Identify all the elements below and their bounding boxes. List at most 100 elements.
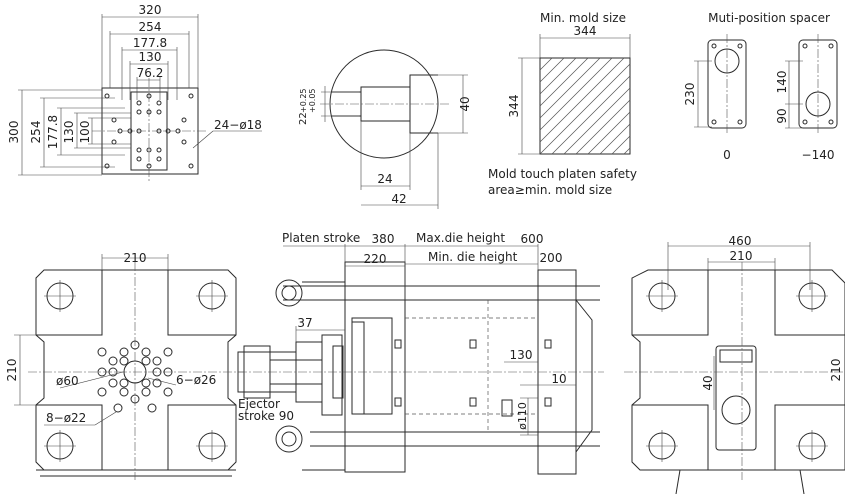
mounting-hole (146, 147, 152, 153)
mounting-hole (136, 109, 142, 115)
hatch-line (575, 99, 631, 155)
spacer-dim-140: 140 (775, 71, 789, 94)
platen-hole-pattern-view: 320 254 177.8 130 76.2 300 254 177.8 130… (7, 3, 262, 182)
hatch-line (587, 111, 631, 155)
mold-touch-line2: area≥min. mold size (488, 183, 612, 197)
hatch-line (563, 87, 631, 155)
platen-hole (163, 347, 173, 357)
min-die-height-label: Min. die height (428, 250, 518, 264)
dim-22: 22 (298, 112, 309, 125)
rv-dim-210: 210 (730, 249, 753, 263)
dim-42: 42 (391, 192, 406, 206)
mounting-hole (136, 128, 142, 134)
tol-upper: +0.25 (299, 88, 308, 113)
platen-hole (152, 356, 162, 366)
max-die-height-label: Max.die height (416, 231, 505, 245)
mounting-hole (156, 100, 162, 106)
platen-hole (152, 378, 162, 388)
mounting-hole (117, 128, 123, 134)
hatch-line (551, 75, 631, 155)
dim-10: 10 (551, 372, 566, 386)
mounting-hole (111, 117, 117, 123)
spacer-dim-90: 90 (775, 108, 789, 123)
mounting-hole (104, 93, 110, 99)
dim-40: 40 (458, 96, 472, 111)
mounting-hole (156, 147, 162, 153)
mold-touch-line1: Mold touch platen safety (488, 167, 637, 181)
mounting-hole (181, 117, 187, 123)
front-dim-210-side: 210 (5, 359, 19, 382)
dim-130-h: 130 (139, 50, 162, 64)
dim-254-v: 254 (29, 121, 43, 144)
mounting-hole (156, 109, 162, 115)
rv-dim-210-side: 210 (829, 359, 843, 382)
ejector-label-2: stroke 90 (238, 409, 294, 423)
holes-6-d26: 6−ø26 (176, 373, 216, 387)
hatch-line (539, 57, 613, 131)
platen-hole (141, 356, 151, 366)
hatch-line (623, 147, 631, 155)
mounting-hole (136, 147, 142, 153)
center-hole (123, 360, 147, 384)
ejector-label-1: Ejector (238, 397, 280, 411)
dim-254-h: 254 (139, 20, 162, 34)
hatch-line (539, 57, 565, 83)
dim-130-side: 130 (510, 348, 533, 362)
platen-hole (119, 356, 129, 366)
hatch-line (539, 57, 577, 95)
platen-hole (130, 394, 140, 404)
min-mold-size-label: Min. mold size (540, 11, 626, 25)
platen-hole (147, 403, 157, 413)
platen-hole (97, 367, 107, 377)
platen-hole (163, 387, 173, 397)
dim-177-8-h: 177.8 (133, 36, 167, 50)
dim-76-2: 76.2 (137, 66, 164, 80)
spacer-dim-230: 230 (683, 83, 697, 106)
multi-position-spacer-view: Muti-position spacer 230 0 140 90 −140 (683, 11, 838, 162)
dim-177-8-v: 177.8 (46, 115, 60, 149)
platen-hole (130, 340, 140, 350)
spacer-pos-neg140: −140 (802, 148, 835, 162)
spacer-title: Muti-position spacer (708, 11, 830, 25)
dim-220: 220 (364, 252, 387, 266)
front-dim-210-top: 210 (124, 251, 147, 265)
mounting-hole (136, 156, 142, 162)
hatch-line (539, 57, 589, 107)
hatch-line (539, 57, 601, 119)
platen-stroke-label: Platen stroke (282, 231, 360, 245)
platen-hole (108, 367, 118, 377)
dim-200: 200 (540, 251, 563, 265)
dim-37: 37 (297, 316, 312, 330)
platen-hole (108, 356, 118, 366)
platen-hole (113, 403, 123, 413)
hatch-line (599, 123, 631, 155)
mounting-hole (181, 139, 187, 145)
dim-344-v: 344 (507, 95, 521, 118)
platen-hole (119, 387, 129, 397)
platen-hole (119, 347, 129, 357)
platen-hole (108, 378, 118, 388)
mounting-hole (165, 128, 171, 134)
mounting-hole (146, 93, 152, 99)
holes-24-d18: 24−ø18 (214, 118, 262, 132)
mounting-hole (156, 128, 162, 134)
phi110: ø110 (516, 402, 529, 430)
platen-hole (141, 378, 151, 388)
holes-8-d22: 8−ø22 (46, 411, 86, 425)
moving-platen-view: 460 210 40 210 (624, 234, 845, 494)
dim-600: 600 (521, 232, 544, 246)
locating-ring-detail: 40 22 +0.25 +0.05 24 42 (298, 49, 472, 209)
mounting-hole (104, 163, 110, 169)
platen-hole (152, 367, 162, 377)
dim-380: 380 (372, 232, 395, 246)
hatch-line (539, 57, 553, 71)
rv-dim-40: 40 (701, 375, 715, 390)
hatch-line (539, 63, 631, 155)
platen-hole (141, 347, 151, 357)
mounting-hole (188, 93, 194, 99)
mounting-hole (188, 163, 194, 169)
dim-130-v: 130 (62, 121, 76, 144)
mounting-hole (175, 128, 181, 134)
mounting-hole (136, 100, 142, 106)
